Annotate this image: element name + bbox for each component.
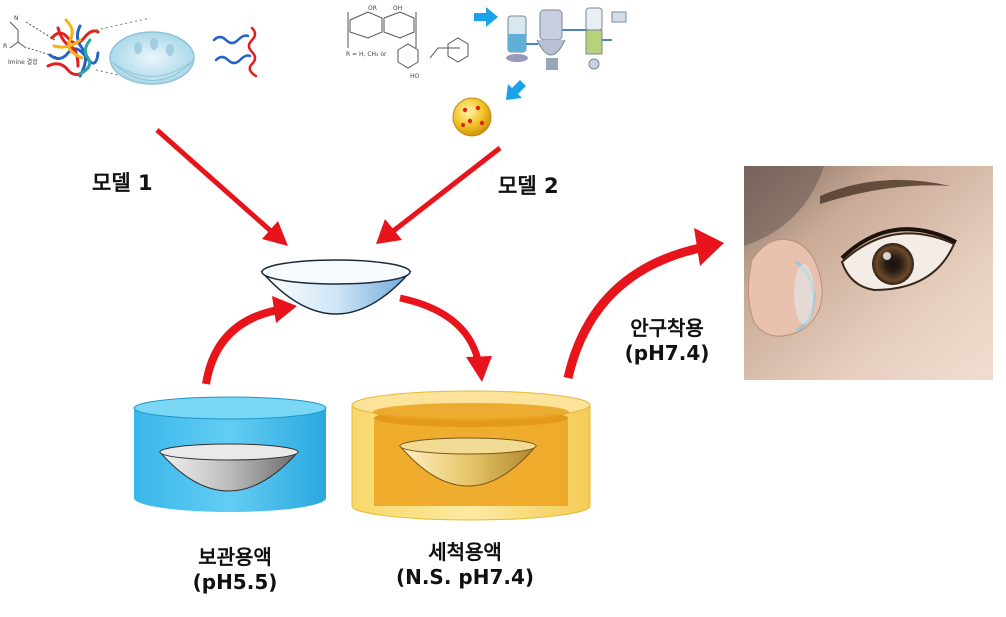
storage-solution-container	[133, 396, 327, 512]
eye-wear-title: 안구착용	[630, 316, 704, 340]
eye-wear-ph: (pH7.4)	[624, 341, 710, 365]
r-group-caption: R = H, CH₃ or	[346, 51, 387, 58]
process-arrow-icon	[474, 7, 498, 27]
free-polymer-strands	[212, 26, 258, 78]
storage-solution-title: 보관용액	[198, 545, 272, 569]
svg-text:HO: HO	[410, 73, 420, 80]
cleaning-solution-ph: (N.S. pH7.4)	[395, 565, 535, 589]
process-arrow-down-icon	[506, 80, 526, 100]
eye-wear-label: 안구착용 (pH7.4)	[612, 316, 722, 366]
arrow-model1-to-lens	[155, 128, 274, 234]
storage-solution-label: 보관용액 (pH5.5)	[160, 545, 310, 595]
model2-illustration: R = H, CH₃ or OR OH HO	[346, 5, 627, 137]
cleaning-solution-label: 세척용액 (N.S. pH7.4)	[370, 540, 560, 590]
model1-illustration: N R Imine 결합	[3, 15, 258, 85]
cyclodextrin-structure	[347, 11, 469, 69]
model2-label: 모델 2	[498, 174, 559, 198]
arrow-cleaning-to-eye	[563, 243, 701, 379]
lens-cone-icon	[260, 259, 412, 315]
arrow-model2-to-lens	[390, 146, 502, 234]
svg-text:R: R	[3, 43, 7, 50]
svg-text:N: N	[14, 15, 19, 22]
imine-caption: Imine 결합	[8, 58, 38, 66]
particle-icon	[452, 97, 492, 137]
storage-solution-ph: (pH5.5)	[192, 570, 278, 594]
svg-text:OH: OH	[393, 5, 402, 12]
cleaning-solution-title: 세척용액	[428, 540, 502, 564]
red-arrows	[155, 128, 724, 385]
microfluidizer-apparatus-icon	[506, 7, 627, 70]
svg-text:OR: OR	[368, 5, 377, 12]
arrow-lens-to-cleaning	[399, 294, 482, 361]
imine-structure	[9, 21, 61, 59]
contact-lens-icon	[109, 31, 195, 85]
arrow-storage-to-lens	[202, 306, 279, 385]
eye-photo	[744, 166, 993, 380]
polymer-network	[46, 18, 100, 78]
model1-label: 모델 1	[92, 171, 153, 195]
cleaning-solution-container	[351, 390, 591, 521]
